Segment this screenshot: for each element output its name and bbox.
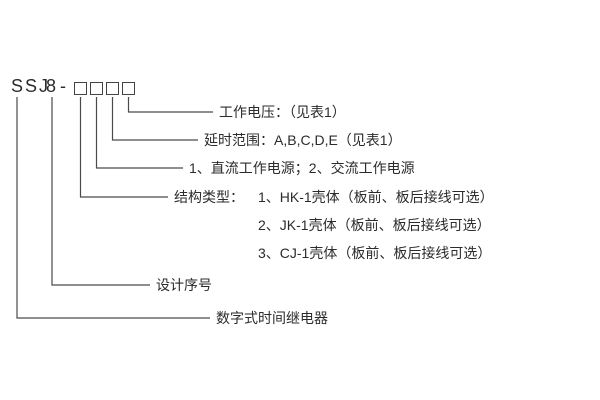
connector-delay-range [111, 97, 198, 141]
callout-delay-range: 延时范围：A,B,C,D,E（见表1） [204, 132, 402, 148]
connector-power-type [95, 97, 183, 169]
structure-option-jk1: 2、JK-1壳体（板前、板后接线可选） [258, 217, 491, 233]
callout-power-type: 1、直流工作电源；2、交流工作电源 [189, 160, 415, 176]
structure-option-cj1: 3、CJ-1壳体（板前、板后接线可选） [258, 245, 492, 261]
model-separator: - [60, 76, 66, 96]
connector-design-serial [51, 97, 150, 286]
model-digit-box-3 [106, 82, 119, 95]
structure-option-hk1: 1、HK-1壳体（板前、板后接线可选） [258, 189, 494, 205]
connector-working-voltage [127, 97, 213, 113]
connector-structure-type [79, 97, 168, 198]
callout-design-serial: 设计序号 [156, 277, 212, 293]
model-prefix: SSJ [11, 76, 51, 96]
callout-product-name: 数字式时间继电器 [216, 310, 328, 326]
callout-working-voltage: 工作电压：（见表1） [219, 104, 346, 120]
model-digit-box-4 [122, 82, 135, 95]
model-digit-box-2 [90, 82, 103, 95]
model-digit-box-1 [74, 82, 87, 95]
structure-type-heading: 结构类型： [174, 189, 244, 205]
model-series: 8 [46, 76, 57, 96]
connector-product-name [16, 97, 210, 319]
